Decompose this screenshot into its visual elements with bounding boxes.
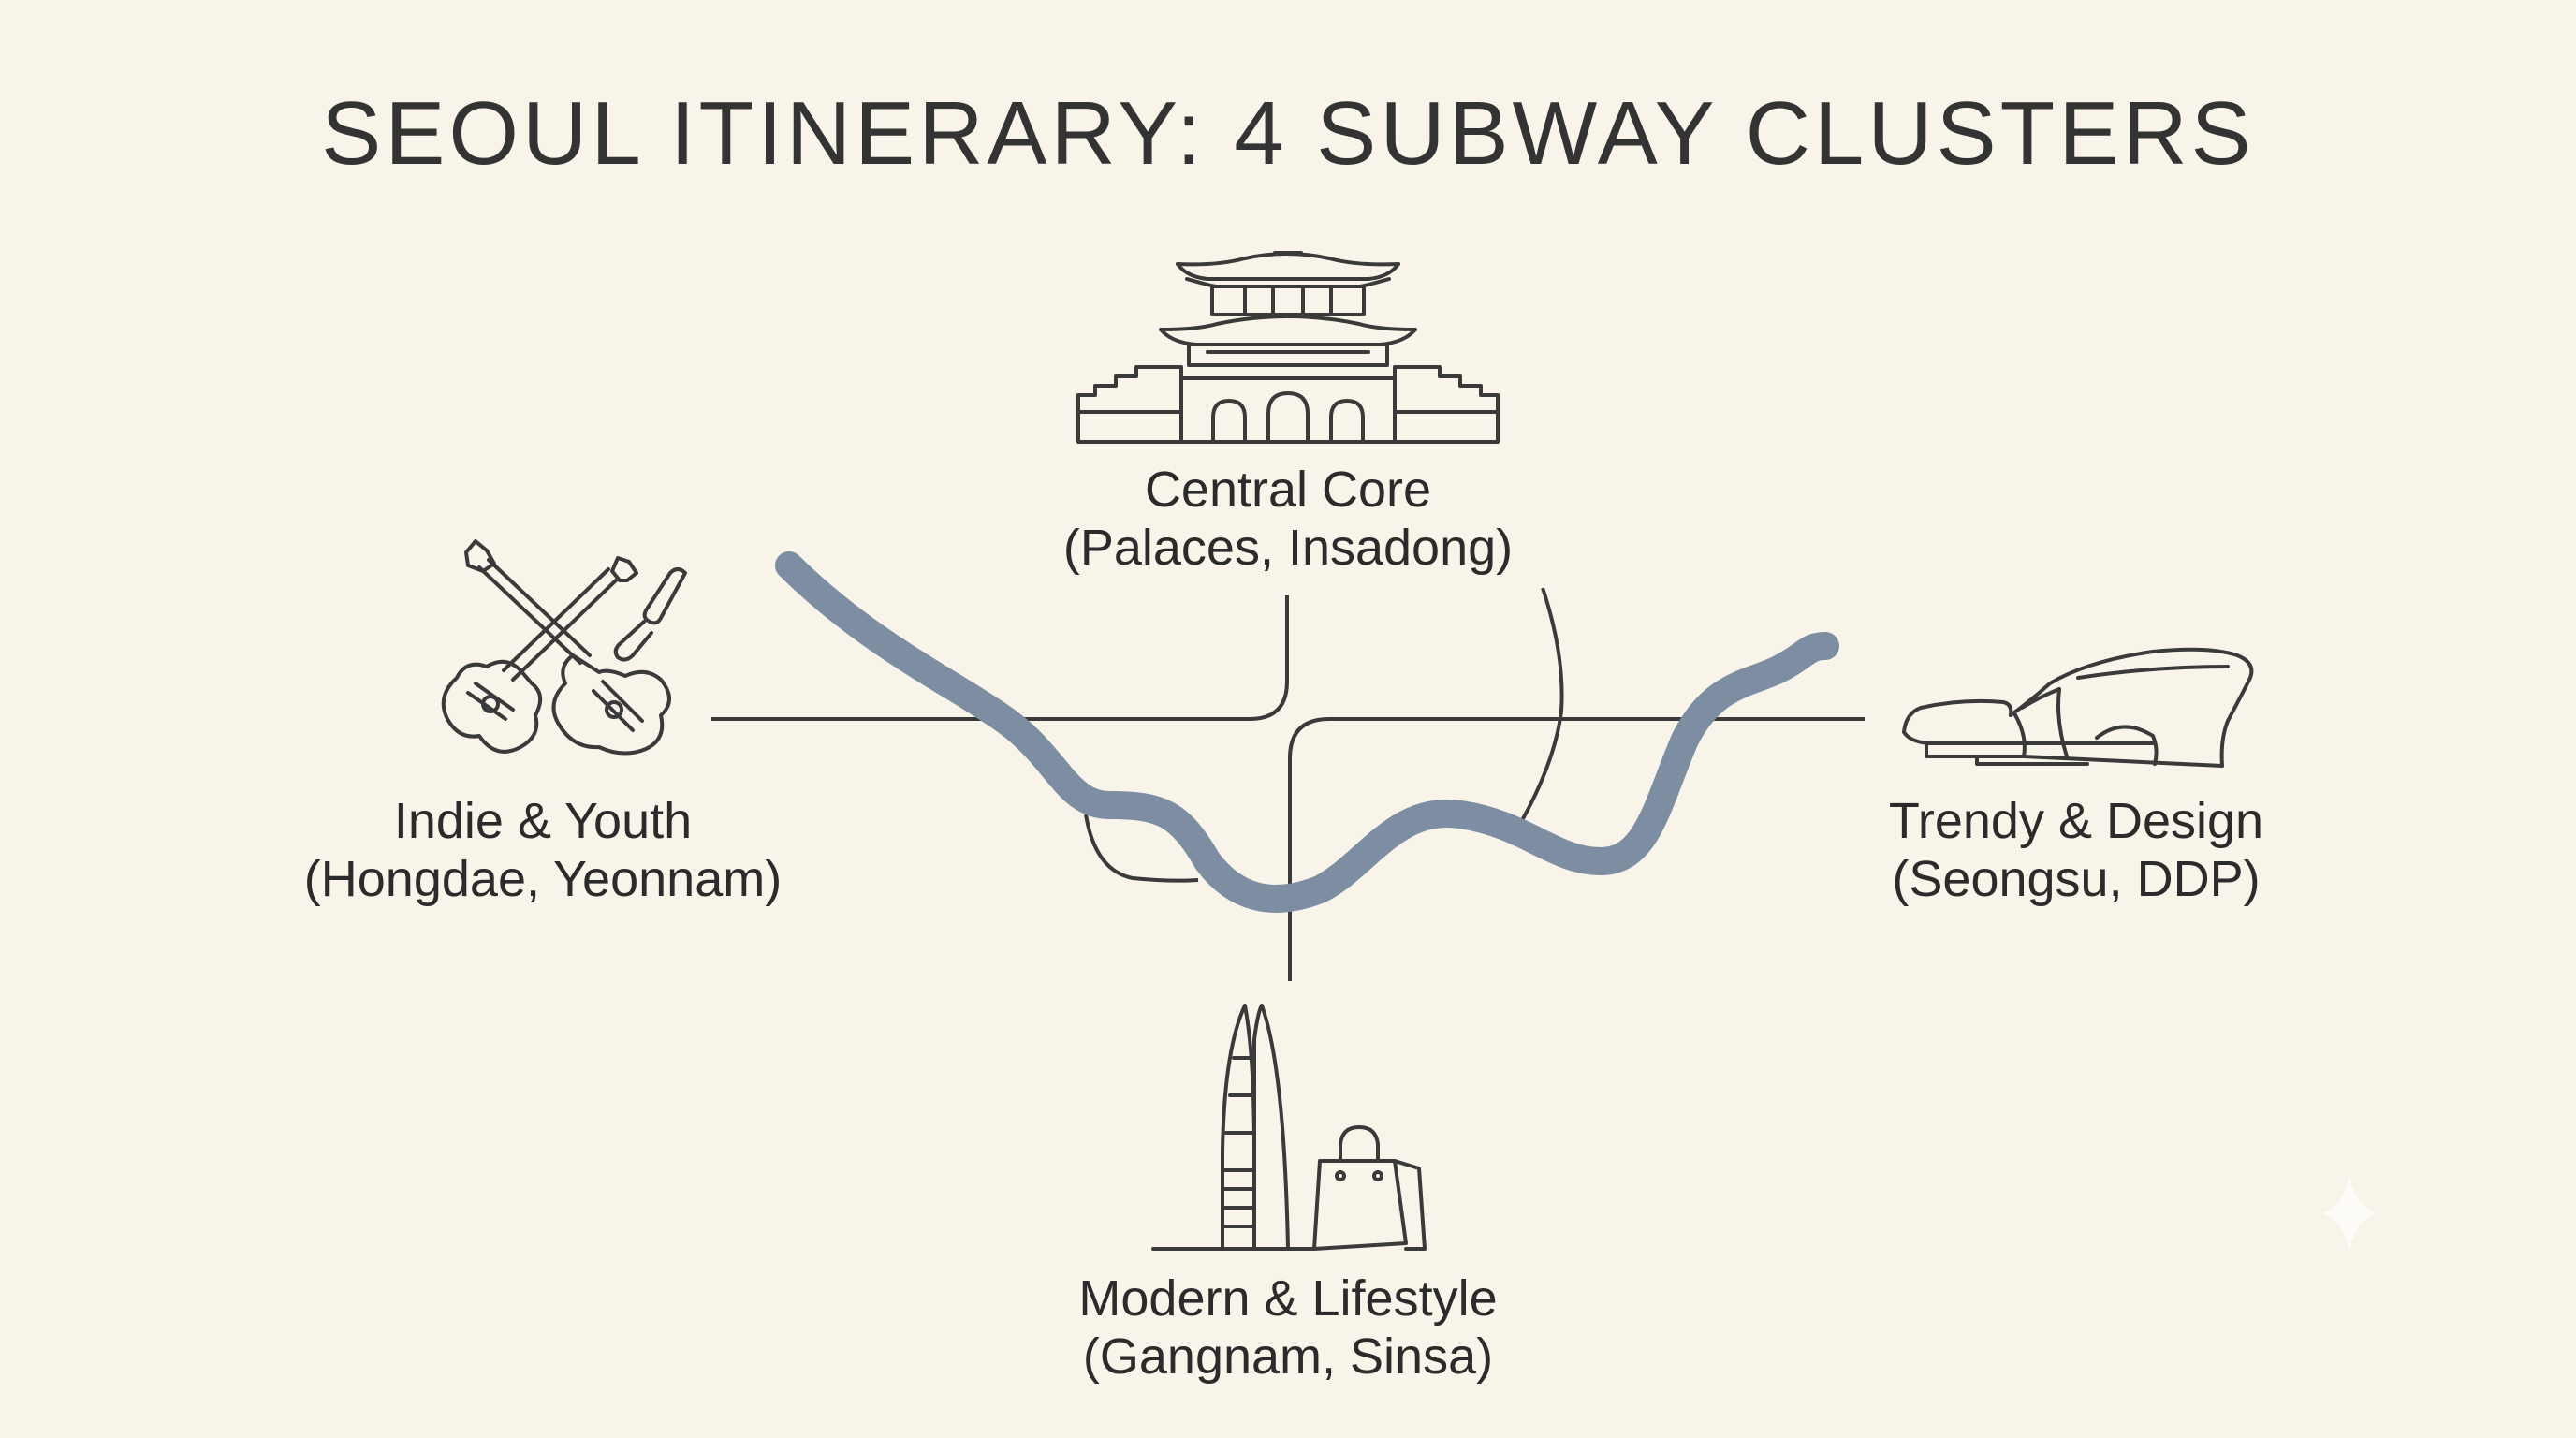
cluster-label-trendy: Trendy & Design (Seongsu, DDP) (1702, 792, 2451, 908)
cluster-areas-modern: (Gangnam, Sinsa) (1082, 1328, 1494, 1385)
ddp-building-icon (1902, 647, 2254, 768)
sparkle-icon (2321, 1174, 2378, 1253)
cluster-areas-indie: (Hongdae, Yeonnam) (303, 851, 783, 907)
subway-line-north-east (1513, 587, 1564, 835)
subway-line-west (711, 595, 1289, 721)
han-river (775, 551, 1839, 913)
page-title: SEOUL ITINERARY: 4 SUBWAY CLUSTERS (321, 83, 2255, 183)
cluster-areas-trendy: (Seongsu, DDP) (1892, 851, 2261, 907)
guitars-paintbrush-icon (441, 539, 687, 756)
palace-gate-icon (1076, 251, 1500, 444)
cluster-name-central: Central Core (1144, 462, 1432, 518)
river-tributary (1084, 814, 1199, 883)
cluster-name-trendy: Trendy & Design (1888, 793, 2264, 849)
cluster-label-modern: Modern & Lifestyle (Gangnam, Sinsa) (914, 1269, 1662, 1386)
cluster-label-central: Central Core (Palaces, Insadong) (914, 461, 1662, 577)
subway-line-east (1288, 717, 1865, 981)
cluster-areas-central: (Palaces, Insadong) (1062, 520, 1514, 576)
cluster-name-modern: Modern & Lifestyle (1078, 1270, 1498, 1327)
tower-shopping-bag-icon (1151, 1004, 1427, 1251)
cluster-name-indie: Indie & Youth (393, 793, 693, 849)
cluster-label-indie: Indie & Youth (Hongdae, Yeonnam) (168, 792, 917, 908)
